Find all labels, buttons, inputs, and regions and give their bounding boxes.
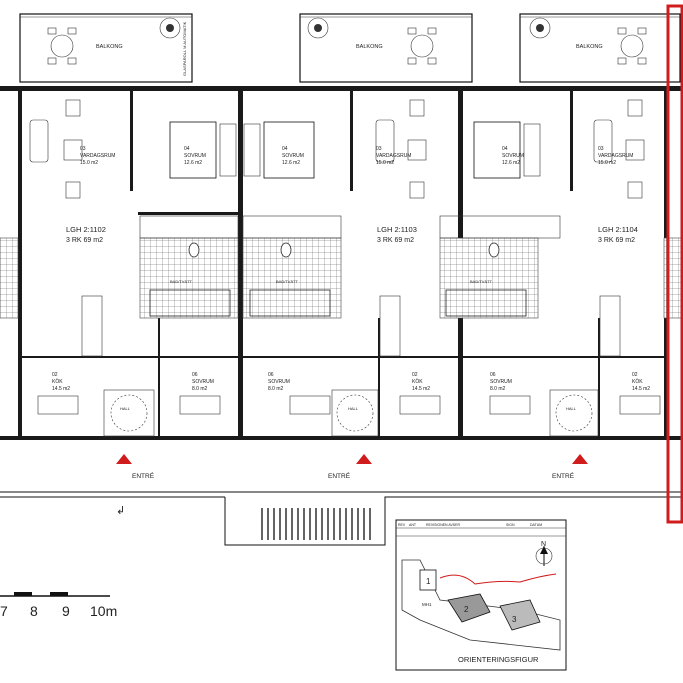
apartment-size: 3 RK 69 m2 [377, 237, 414, 244]
room-num: 02 [412, 372, 418, 378]
room-labels-apt1: 03 VARDAGSRUM 15.0 m2 04 SOVRUM 12.6 m2 … [52, 146, 214, 411]
living-furniture [29, 99, 645, 199]
balcony-wall-note: GLASPAROLL M AUTOMATIK [182, 21, 187, 76]
bedroom-furniture [169, 121, 541, 179]
room-area: 15.0 m2 [376, 160, 394, 166]
apartment-id: LGH 2:1103 [377, 225, 417, 234]
orientation-map: 1 2 3 MH1 [401, 559, 561, 651]
room-name: HALL [120, 406, 131, 411]
room-area: 8.0 m2 [490, 386, 506, 392]
room-name: VARDAGSRUM [376, 153, 411, 159]
room-name: HALL [566, 406, 577, 411]
room-num: 02 [52, 372, 58, 378]
apartment-size: 3 RK 69 m2 [598, 237, 635, 244]
entrance-label: ENTRÉ [328, 471, 351, 480]
room-num: 04 [282, 146, 288, 152]
table-header: DATUM [530, 523, 542, 527]
room-name: BAD/TVÄTT [470, 279, 493, 284]
table-header: REVISIONEN AVSER [426, 523, 460, 527]
room-name: SOVRUM [184, 153, 206, 159]
apartment-id: LGH 2:1102 [66, 225, 106, 234]
scale-label: 7 [0, 603, 8, 619]
room-area: 12.6 m2 [184, 160, 202, 166]
apartment-size: 3 RK 69 m2 [66, 237, 103, 244]
kitchen-furniture [37, 295, 661, 415]
room-area: 12.6 m2 [502, 160, 520, 166]
balcony-2: BALKONG [299, 13, 473, 83]
room-labels-apt3: 04 SOVRUM 12.6 m2 03 VARDAGSRUM 15.0 m2 … [470, 146, 650, 411]
scale-label: 8 [30, 603, 38, 619]
room-name: HALL [348, 406, 359, 411]
balcony-1: BALKONG GLASPAROLL M AUTOMATIK [19, 13, 193, 83]
room-area: 15.0 m2 [80, 160, 98, 166]
return-arrow-icon: ↲ [116, 505, 125, 517]
room-num: 06 [192, 372, 198, 378]
site-label: 2 [464, 605, 469, 614]
scale-label: 9 [62, 603, 70, 619]
site-label: MH1 [422, 602, 432, 607]
entrances: ENTRÉ ENTRÉ ENTRÉ ↲ [116, 454, 588, 517]
terrace [0, 491, 683, 546]
table-header: REV [398, 523, 406, 527]
room-name: SOVRUM [268, 379, 290, 385]
room-name: KÖK [52, 378, 63, 385]
scale-bar: 7 8 9 10m [0, 592, 117, 619]
room-area: 8.0 m2 [192, 386, 208, 392]
table-header: SIGN [506, 523, 515, 527]
apartment-labels: LGH 2:1102 3 RK 69 m2 LGH 2:1103 3 RK 69… [66, 225, 638, 244]
room-name: SOVRUM [490, 379, 512, 385]
room-name: VARDAGSRUM [80, 153, 115, 159]
room-num: 04 [184, 146, 190, 152]
room-num: 04 [502, 146, 508, 152]
balcony-label: BALKONG [576, 44, 603, 50]
room-name: KÖK [632, 378, 643, 385]
title-block: REV ANT REVISIONEN AVSER SIGN DATUM N 1 … [395, 519, 567, 671]
balcony-label: BALKONG [96, 44, 123, 50]
room-area: 12.6 m2 [282, 160, 300, 166]
room-num: 06 [268, 372, 274, 378]
north-arrow-icon [540, 546, 548, 554]
room-area: 14.5 m2 [412, 386, 430, 392]
table-header: ANT [409, 523, 417, 527]
room-name: BAD/TVÄTT [276, 279, 299, 284]
room-num: 06 [490, 372, 496, 378]
scale-label: 10m [90, 603, 117, 619]
selection-highlight [666, 4, 683, 524]
room-name: SOVRUM [282, 153, 304, 159]
entrance-marker [356, 454, 372, 464]
room-area: 14.5 m2 [52, 386, 70, 392]
room-num: 02 [632, 372, 638, 378]
room-area: 8.0 m2 [268, 386, 284, 392]
site-label: 1 [426, 577, 431, 586]
balcony-label: BALKONG [356, 44, 383, 50]
room-name: SOVRUM [192, 379, 214, 385]
room-labels-apt2: 04 SOVRUM 12.6 m2 03 VARDAGSRUM 15.0 m2 … [268, 146, 430, 411]
room-num: 03 [80, 146, 86, 152]
hall-closets [103, 389, 599, 437]
room-name: BAD/TVÄTT [170, 279, 193, 284]
entrance-label: ENTRÉ [552, 471, 575, 480]
balcony-3: BALKONG [519, 13, 681, 83]
room-area: 14.5 m2 [632, 386, 650, 392]
room-num: 03 [598, 146, 604, 152]
room-name: KÖK [412, 378, 423, 385]
room-name: VARDAGSRUM [598, 153, 633, 159]
room-area: 15.0 m2 [598, 160, 616, 166]
entrance-marker [116, 454, 132, 464]
bathroom-areas [0, 215, 683, 319]
room-name: SOVRUM [502, 153, 524, 159]
entrance-label: ENTRÉ [132, 471, 155, 480]
exterior-walls [0, 86, 683, 440]
room-num: 03 [376, 146, 382, 152]
orientation-caption: ORIENTERINGSFIGUR [458, 655, 539, 664]
north-label: N [541, 541, 546, 548]
site-label: 3 [512, 615, 517, 624]
apartment-id: LGH 2:1104 [598, 225, 638, 234]
entrance-marker [572, 454, 588, 464]
